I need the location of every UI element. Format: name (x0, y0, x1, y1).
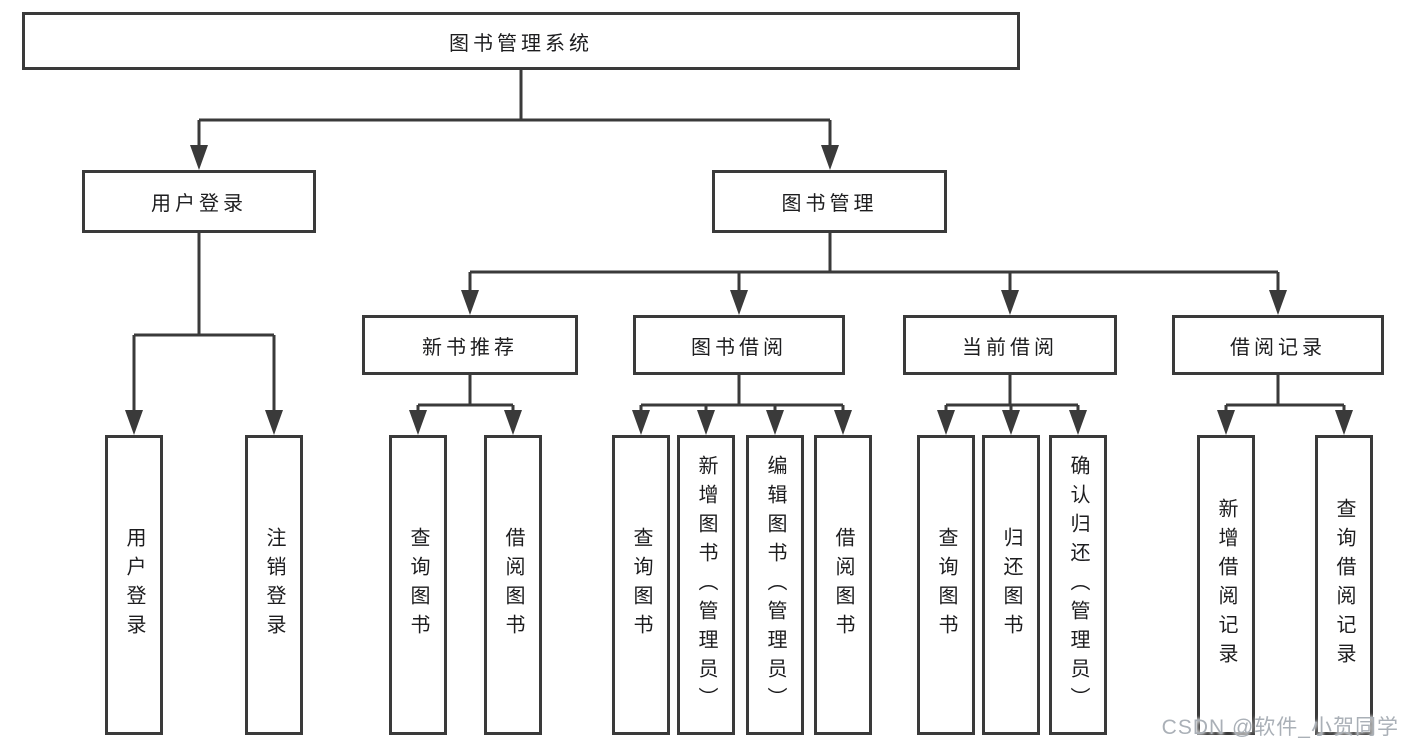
csdn-watermark: CSDN @软件_小贺同学 (1161, 716, 1399, 739)
leaf-query-books-borrow: 查询图书 (612, 435, 670, 735)
connector-user-login-to-children (125, 233, 283, 435)
node-user-login-branch: 用户登录 (82, 170, 316, 233)
leaf-user-login: 用户登录 (105, 435, 163, 735)
node-book-borrow: 图书借阅 (633, 315, 845, 375)
leaf-borrow-books-recommend: 借阅图书 (484, 435, 542, 735)
node-book-management-branch: 图书管理 (712, 170, 947, 233)
leaf-query-books-recommend: 查询图书 (389, 435, 447, 735)
node-borrow-records: 借阅记录 (1172, 315, 1384, 375)
connector-book-borrow-to-children (632, 375, 852, 435)
leaf-add-borrow-record: 新增借阅记录 (1197, 435, 1255, 735)
leaf-logout: 注销登录 (245, 435, 303, 735)
node-current-borrow: 当前借阅 (903, 315, 1117, 375)
leaf-borrow-books: 借阅图书 (814, 435, 872, 735)
connector-borrow-records-to-children (1217, 375, 1353, 435)
leaf-edit-book-admin: 编辑图书（管理员） (746, 435, 804, 735)
connector-new-book-recommend-to-children (409, 375, 522, 435)
node-new-book-recommend: 新书推荐 (362, 315, 578, 375)
leaf-query-books-current: 查询图书 (917, 435, 975, 735)
leaf-add-book-admin: 新增图书（管理员） (677, 435, 735, 735)
leaf-query-borrow-record: 查询借阅记录 (1315, 435, 1373, 735)
node-root: 图书管理系统 (22, 12, 1020, 70)
connector-book-management-to-groups (461, 233, 1287, 315)
connector-root-to-branches (190, 70, 839, 170)
connector-current-borrow-to-children (937, 375, 1087, 435)
leaf-return-book: 归还图书 (982, 435, 1040, 735)
leaf-confirm-return-admin: 确认归还（管理员） (1049, 435, 1107, 735)
